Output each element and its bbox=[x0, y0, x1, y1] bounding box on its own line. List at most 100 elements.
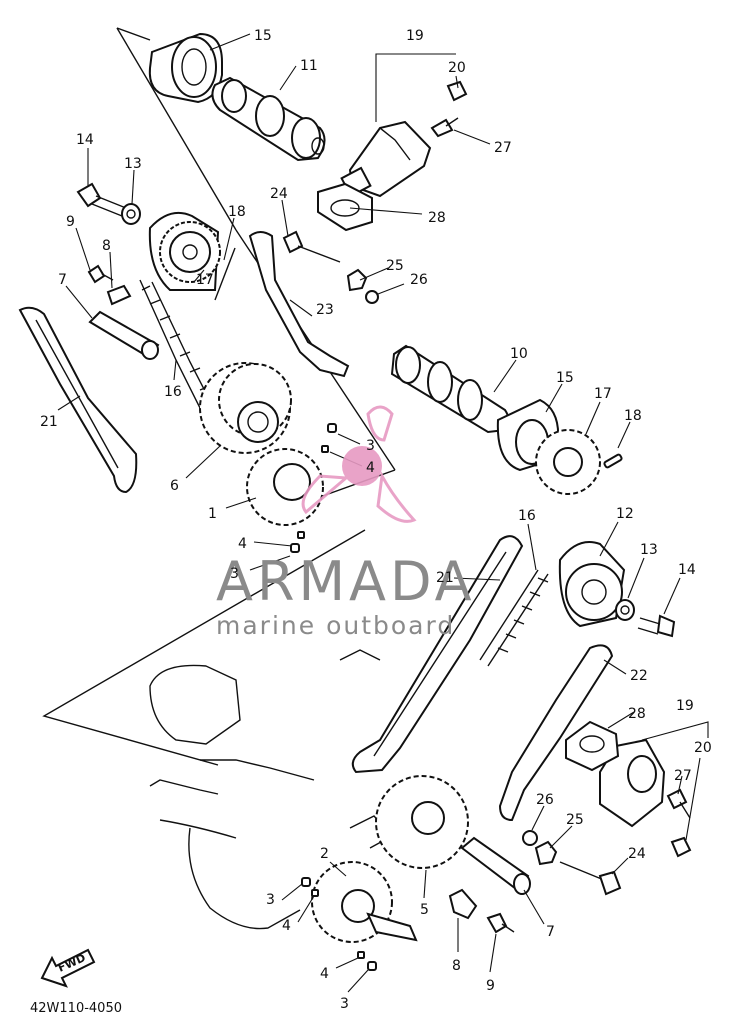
callout-label: 25 bbox=[386, 258, 404, 274]
callout-label: 19 bbox=[676, 698, 694, 714]
chain-guide-left-part[interactable] bbox=[18, 306, 138, 494]
callout-label: 14 bbox=[76, 132, 94, 148]
callout-labels: 15 11 19 20 27 14 13 28 9 8 18 24 7 17 2… bbox=[40, 28, 712, 1012]
callout-label: 20 bbox=[448, 60, 466, 76]
nut-part[interactable] bbox=[346, 268, 368, 292]
callout-label: 24 bbox=[270, 186, 288, 202]
callout-label: 14 bbox=[678, 562, 696, 578]
callout-label: 13 bbox=[640, 542, 658, 558]
watermark-tagline: marine outboard bbox=[216, 611, 455, 640]
dowel-pin-right-part[interactable] bbox=[603, 453, 623, 469]
callout-label: 8 bbox=[452, 958, 461, 974]
cam-sprocket-right-part[interactable] bbox=[535, 429, 601, 495]
lock-plate-part[interactable] bbox=[106, 284, 132, 306]
callout-label: 26 bbox=[536, 792, 554, 808]
callout-label: 27 bbox=[674, 768, 692, 784]
dowel-pin-lower-part[interactable] bbox=[301, 877, 377, 971]
callout-label: 19 bbox=[406, 28, 424, 44]
shaft-pin-part[interactable] bbox=[88, 310, 160, 360]
callout-label: 11 bbox=[300, 58, 318, 74]
callout-label: 1 bbox=[208, 506, 217, 522]
callout-label: 4 bbox=[320, 966, 329, 982]
callout-label: 7 bbox=[58, 272, 67, 288]
cap-bolt-right-part[interactable] bbox=[670, 836, 692, 858]
leader-lines bbox=[57, 33, 709, 993]
adjust-screw-part[interactable] bbox=[282, 230, 341, 263]
callout-label: 21 bbox=[436, 570, 454, 586]
bolt-part[interactable] bbox=[76, 182, 127, 217]
bearing-part[interactable] bbox=[148, 32, 223, 104]
callout-label: 27 bbox=[494, 140, 512, 156]
callout-label: 17 bbox=[196, 272, 214, 288]
callout-label: 9 bbox=[486, 978, 495, 994]
callout-label: 21 bbox=[40, 414, 58, 430]
callout-label: 4 bbox=[238, 536, 247, 552]
lock-plate-bottom-part[interactable] bbox=[448, 888, 478, 920]
armada-watermark-logo bbox=[301, 405, 417, 523]
tensioner-bolt-part[interactable] bbox=[430, 117, 459, 138]
callout-label: 23 bbox=[316, 302, 334, 318]
callout-label: 15 bbox=[556, 370, 574, 386]
callout-label: 6 bbox=[170, 478, 179, 494]
callout-label: 18 bbox=[228, 204, 246, 220]
callout-label: 22 bbox=[630, 668, 648, 684]
callout-label: 10 bbox=[510, 346, 528, 362]
engine-block-outline bbox=[149, 649, 394, 930]
adjust-screw-right-part[interactable] bbox=[559, 861, 622, 896]
tensioner-gasket-right-part[interactable] bbox=[565, 720, 620, 772]
callout-label: 4 bbox=[366, 460, 375, 476]
callout-label: 4 bbox=[282, 918, 291, 934]
chain-tensioner-part[interactable] bbox=[340, 120, 432, 198]
tensioner-gasket-part[interactable] bbox=[317, 182, 373, 232]
chain-guide-right-part[interactable] bbox=[351, 535, 524, 774]
washer-part[interactable] bbox=[121, 203, 141, 225]
cam-sprocket-part[interactable] bbox=[148, 212, 221, 291]
forward-arrow-icon: FWD bbox=[40, 948, 96, 988]
bolt-right-part[interactable] bbox=[637, 614, 676, 638]
seal-washer-right-part[interactable] bbox=[522, 830, 538, 846]
small-bolt-bottom-part[interactable] bbox=[486, 912, 515, 934]
chain-guide-upper-part[interactable] bbox=[248, 231, 350, 378]
cap-bolt-part[interactable] bbox=[446, 80, 468, 102]
camshaft-right-part[interactable] bbox=[390, 344, 510, 434]
washer-right-part[interactable] bbox=[615, 599, 635, 621]
oil-pump-gear-part[interactable] bbox=[311, 861, 418, 943]
callout-label: 13 bbox=[124, 156, 142, 172]
callout-label: 5 bbox=[420, 902, 429, 918]
callout-label: 12 bbox=[616, 506, 634, 522]
callout-label: 3 bbox=[366, 438, 375, 454]
chain-tensioner-right-part[interactable] bbox=[599, 738, 666, 828]
callout-label: 24 bbox=[628, 846, 646, 862]
callout-label: 3 bbox=[266, 892, 275, 908]
callout-label: 15 bbox=[254, 28, 272, 44]
callout-label: 26 bbox=[410, 272, 428, 288]
callout-label: 25 bbox=[566, 812, 584, 828]
tensioner-bolt-right-part[interactable] bbox=[666, 788, 691, 819]
timing-chain-right-part[interactable] bbox=[479, 569, 549, 667]
seal-washer-part[interactable] bbox=[365, 290, 379, 304]
callout-label: 18 bbox=[624, 408, 642, 424]
callout-label: 9 bbox=[66, 214, 75, 230]
callout-label: 16 bbox=[164, 384, 182, 400]
callout-label: 28 bbox=[628, 706, 646, 722]
dowel-pin-part[interactable] bbox=[290, 423, 337, 553]
callout-label: 16 bbox=[518, 508, 536, 524]
callout-label: 20 bbox=[694, 740, 712, 756]
camshaft-part[interactable] bbox=[211, 76, 326, 162]
drawing-code: 42W110-4050 bbox=[30, 1001, 122, 1016]
callout-label: 3 bbox=[230, 566, 239, 582]
callout-label: 8 bbox=[102, 238, 111, 254]
callout-label: 2 bbox=[320, 846, 329, 862]
idler-gear-part[interactable] bbox=[199, 362, 292, 454]
drive-gear-part[interactable] bbox=[375, 775, 469, 869]
callout-label: 17 bbox=[594, 386, 612, 402]
small-bolt-part[interactable] bbox=[87, 264, 114, 284]
shaft-pin-bottom-part[interactable] bbox=[460, 836, 531, 895]
watermark-brand: ARMADA bbox=[216, 550, 476, 613]
callout-label: 3 bbox=[340, 996, 349, 1012]
callout-label: 7 bbox=[546, 924, 555, 940]
sprocket-hub-part[interactable] bbox=[558, 541, 626, 628]
chain-guide-short-part[interactable] bbox=[498, 644, 614, 822]
callout-label: 28 bbox=[428, 210, 446, 226]
